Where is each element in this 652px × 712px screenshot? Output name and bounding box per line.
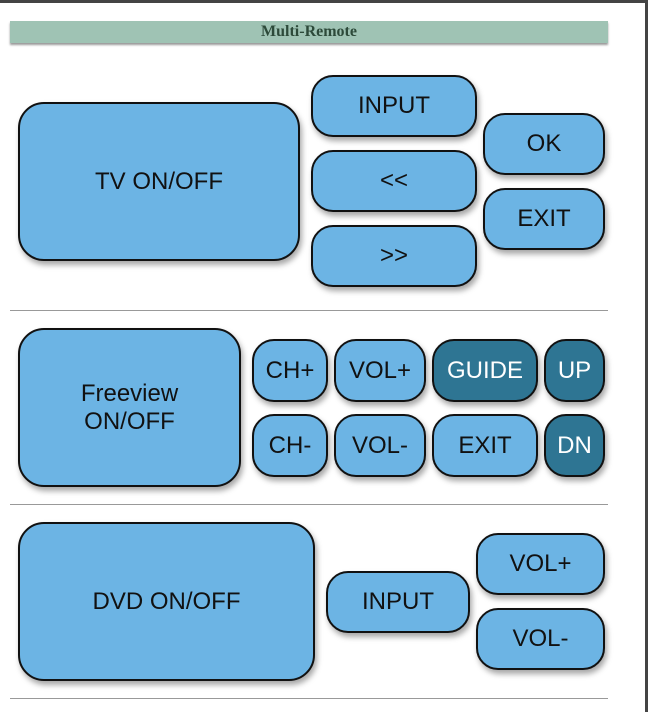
freeview-ch-up-button[interactable]: CH+ <box>252 339 328 402</box>
freeview-exit-button[interactable]: EXIT <box>432 414 538 477</box>
freeview-vol-down-button[interactable]: VOL- <box>334 414 426 477</box>
freeview-up-button[interactable]: UP <box>544 339 605 402</box>
tv-rewind-button[interactable]: << <box>311 150 477 212</box>
tv-ok-button[interactable]: OK <box>483 113 605 175</box>
dvd-input-button[interactable]: INPUT <box>326 571 470 633</box>
divider <box>10 310 608 311</box>
freeview-down-button[interactable]: DN <box>544 414 605 477</box>
tv-power-button[interactable]: TV ON/OFF <box>18 102 300 261</box>
freeview-guide-button[interactable]: GUIDE <box>432 339 538 402</box>
freeview-power-button[interactable]: Freeview ON/OFF <box>18 328 241 487</box>
tv-forward-button[interactable]: >> <box>311 225 477 287</box>
tv-exit-button[interactable]: EXIT <box>483 188 605 250</box>
tv-input-button[interactable]: INPUT <box>311 75 477 137</box>
dvd-power-button[interactable]: DVD ON/OFF <box>18 522 315 681</box>
divider <box>10 504 608 505</box>
freeview-vol-up-button[interactable]: VOL+ <box>334 339 426 402</box>
freeview-ch-down-button[interactable]: CH- <box>252 414 328 477</box>
dvd-vol-down-button[interactable]: VOL- <box>476 608 605 670</box>
divider <box>10 698 608 699</box>
page-title: Multi-Remote <box>10 21 608 43</box>
dvd-vol-up-button[interactable]: VOL+ <box>476 533 605 595</box>
